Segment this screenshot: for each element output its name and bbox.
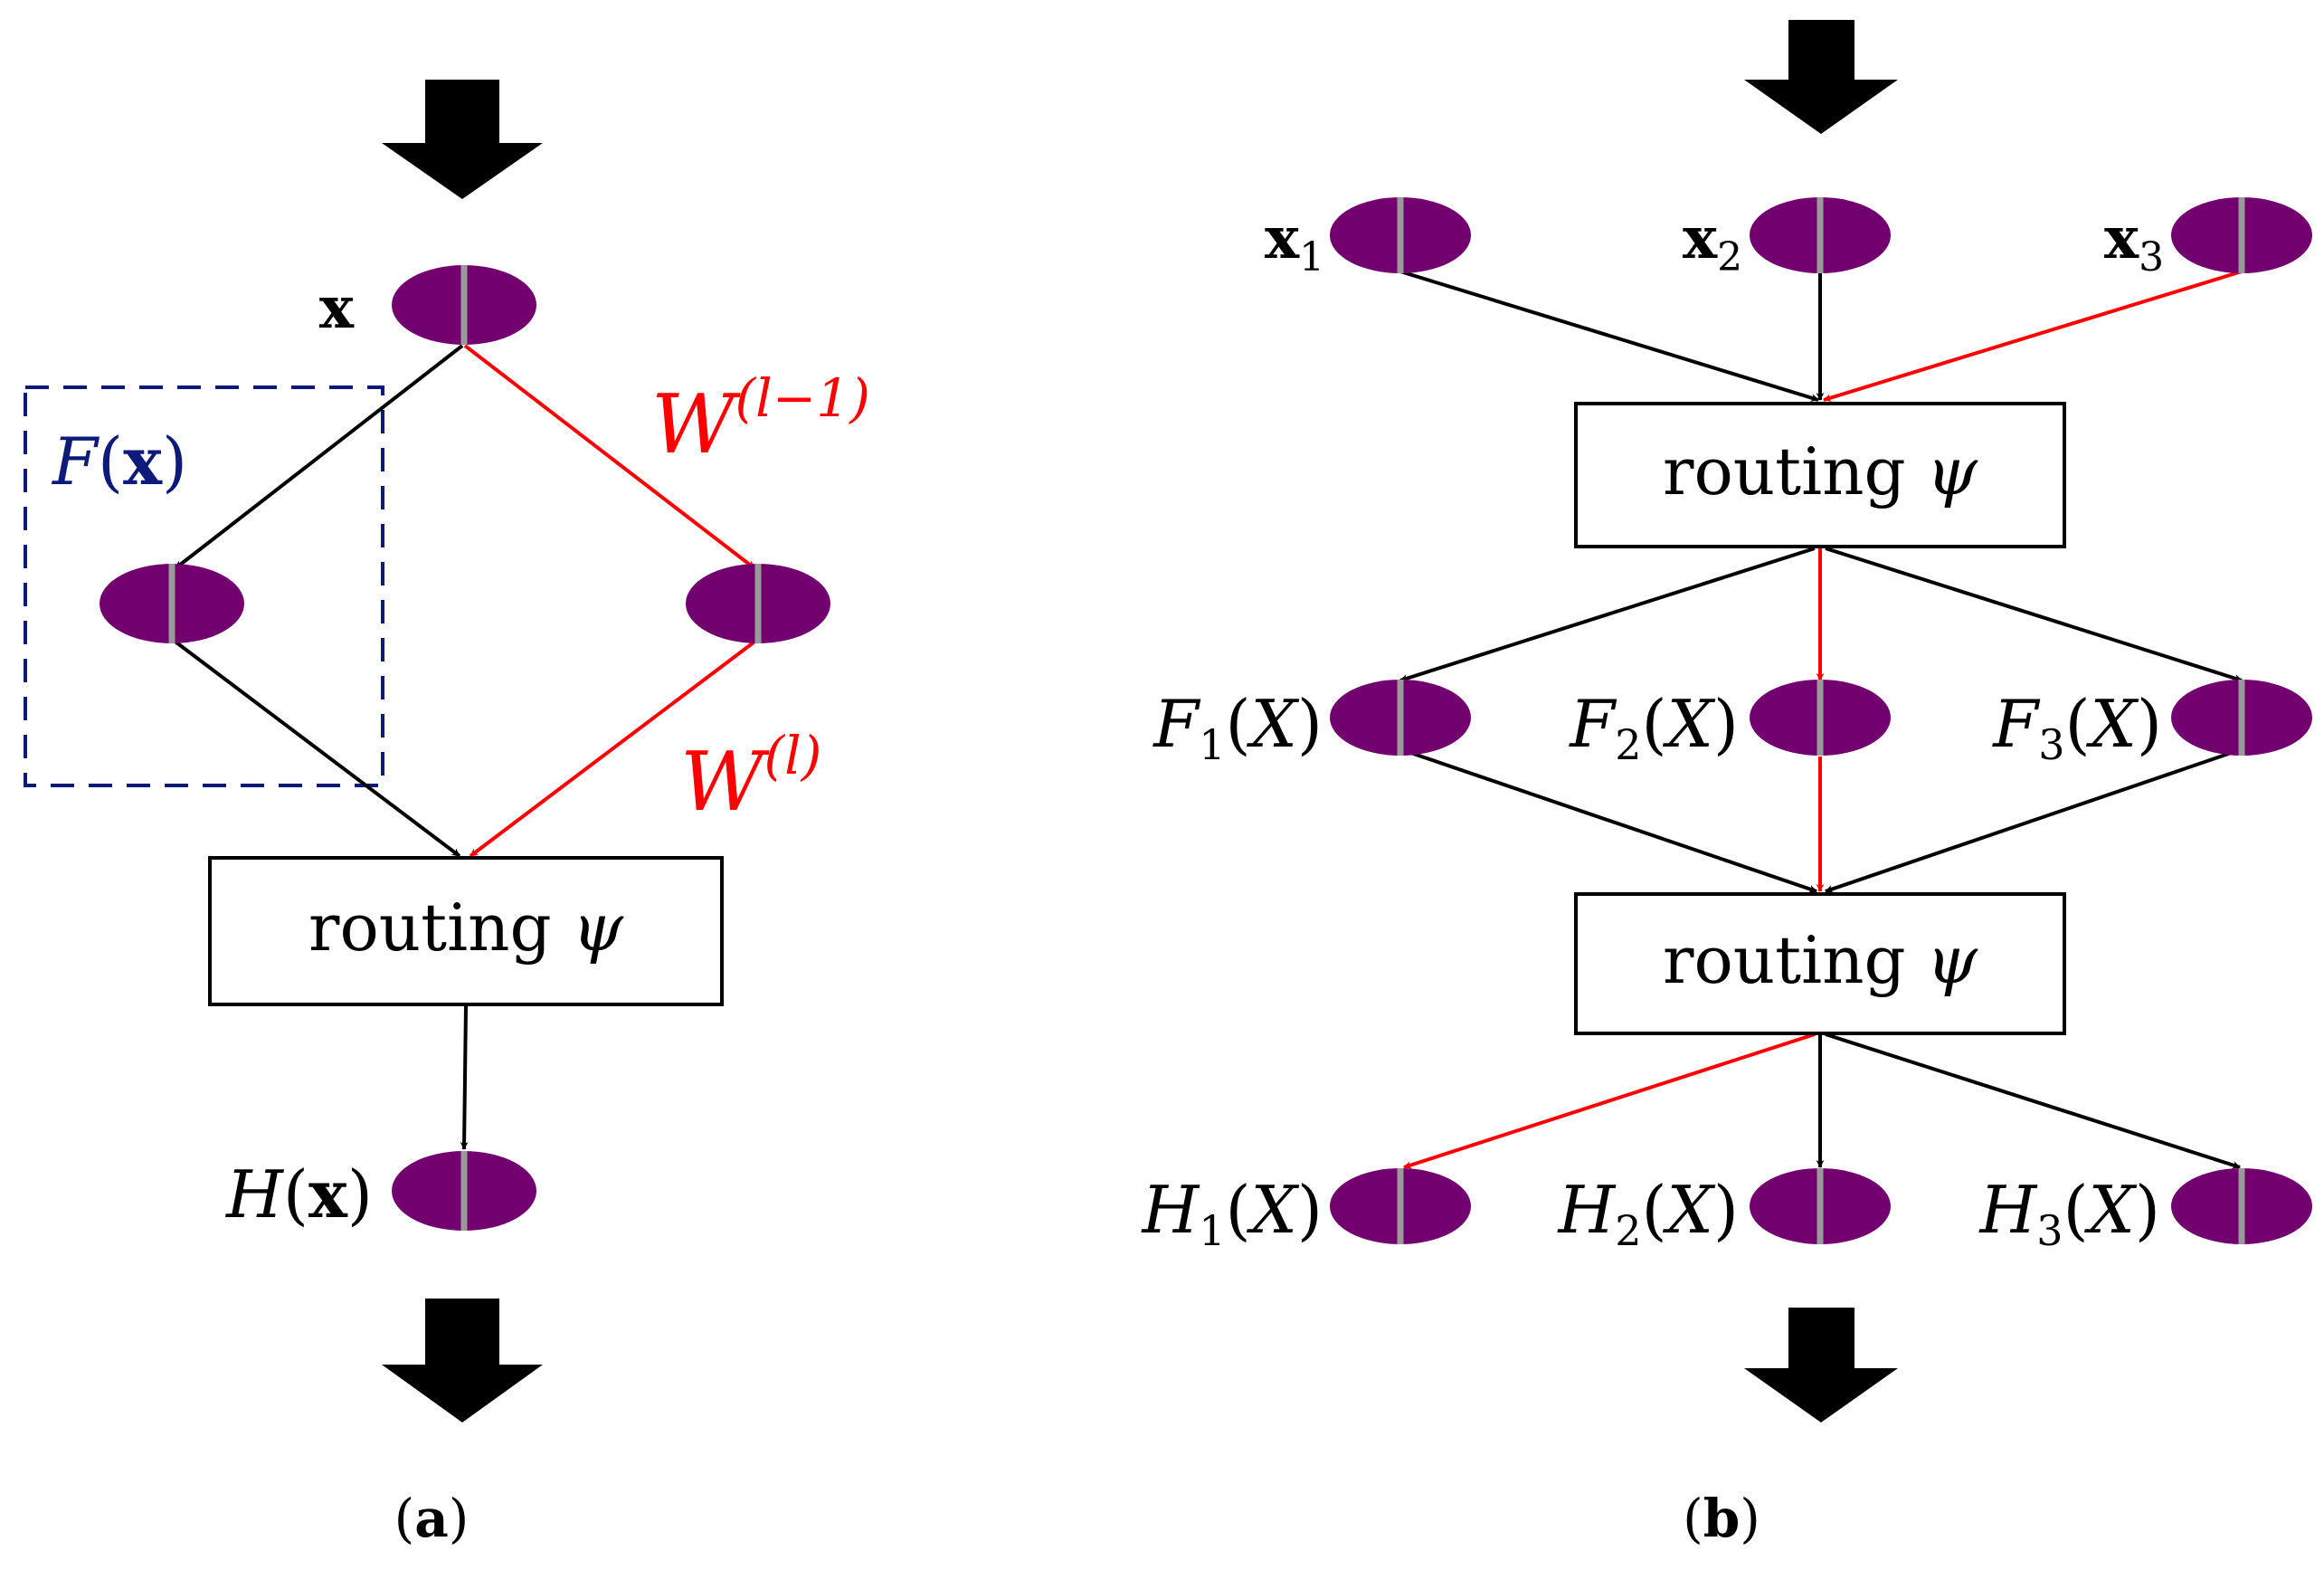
h2-arg: X: [1663, 1172, 1716, 1248]
routing-box-a: routing ψ: [208, 856, 724, 1006]
residual-script: F: [51, 423, 100, 500]
routing-bottom-symbol: ψ: [1926, 922, 1978, 998]
node-h2: [1750, 1168, 1891, 1244]
edge-f-to-routing: [171, 638, 461, 858]
x3-base: x: [2104, 205, 2139, 272]
middle-label-f2: F2(X): [1568, 686, 1739, 769]
f3-script: F: [1991, 686, 2041, 762]
panel-a: routing ψ x F(x) W(l−1) W(l) H(x) (a): [24, 80, 870, 1549]
h1-sub: 1: [1199, 1206, 1225, 1255]
f3-sub: 3: [2038, 720, 2064, 769]
h2-script: H: [1556, 1172, 1616, 1248]
output-label-h3: H3(X): [1978, 1172, 2160, 1255]
svg-text:routing ψ: routing ψ: [1663, 922, 1978, 998]
input-label-x1: x1: [1265, 205, 1324, 281]
routing-top-symbol: ψ: [1926, 433, 1978, 509]
input-label-x: x: [319, 274, 355, 342]
middle-label-f1: F1(X): [1152, 686, 1323, 769]
h3-script: H: [1978, 1172, 2037, 1248]
edge-routing-to-h: [460, 1005, 469, 1150]
edge-routing-bottom-to-h3: [1825, 1032, 2241, 1169]
weight-prev-sup: (l−1): [735, 367, 870, 429]
node-f1: [1330, 680, 1471, 756]
residual-label: F(x): [51, 423, 187, 500]
node-f3: [2171, 680, 2312, 756]
input-label-x3: x3: [2104, 205, 2164, 281]
f2-script: F: [1568, 686, 1617, 762]
middle-label-f3: F3(X): [1991, 686, 2162, 769]
edge-x1-to-routing-top: [1399, 270, 1819, 402]
h3-sub: 3: [2036, 1206, 2063, 1255]
node-h3: [2171, 1168, 2312, 1244]
flow-arrow-in-b: [1744, 20, 1898, 134]
routing-symbol: ψ: [572, 890, 624, 966]
edge-routing-top-to-f3: [1825, 547, 2243, 682]
input-label-x2: x2: [1683, 205, 1742, 281]
x3-sub: 3: [2139, 234, 2164, 281]
x1-base: x: [1265, 205, 1300, 272]
output-label-h: H(x): [224, 1156, 373, 1232]
caption-a-letter: a: [414, 1488, 449, 1549]
output-label-h2: H2(X): [1556, 1172, 1739, 1255]
h1-arg: X: [1247, 1172, 1300, 1248]
edge-x3-to-routing-top: [1823, 270, 2243, 402]
edge-routing-bottom-to-h1: [1403, 1032, 1816, 1169]
edge-x-to-f: [174, 344, 464, 570]
flow-arrow-out-b: [1744, 1308, 1898, 1423]
routing-top-word: routing: [1663, 433, 1906, 509]
f1-sub: 1: [1199, 720, 1225, 769]
f1-script: F: [1152, 686, 1201, 762]
node-x2: [1750, 197, 1891, 273]
node-x1: [1330, 197, 1471, 273]
routing-box-b-top: routing ψ: [1574, 402, 2066, 548]
x2-base: x: [1683, 205, 1718, 272]
output-arg: x: [308, 1156, 348, 1232]
edge-x-to-w: [463, 344, 756, 570]
edge-w-to-routing: [469, 638, 759, 858]
edge-f3-to-routing-bottom: [1825, 747, 2243, 893]
output-script: H: [224, 1156, 284, 1232]
node-f2: [1750, 680, 1891, 756]
svg-text:routing ψ: routing ψ: [1663, 433, 1978, 509]
node-x: [392, 265, 536, 345]
node-w: [686, 564, 830, 643]
residual-arg: x: [123, 423, 163, 500]
caption-a: (a): [394, 1488, 470, 1549]
routing-word: routing: [308, 890, 552, 966]
f2-sub: 2: [1615, 720, 1641, 769]
weight-curr-label: W(l): [680, 725, 821, 830]
f1-arg: X: [1247, 686, 1300, 762]
caption-b-letter: b: [1703, 1488, 1741, 1549]
f2-arg: X: [1663, 686, 1716, 762]
f3-arg: X: [2086, 686, 2139, 762]
panel-b: routing ψ routing ψ x1 x2 x3 F1(X) F2(X)…: [1140, 20, 2312, 1549]
edge-routing-top-to-f1: [1399, 547, 1816, 682]
svg-text:routing ψ: routing ψ: [308, 890, 624, 966]
edge-f1-to-routing-bottom: [1399, 747, 1817, 893]
residual-box: [24, 385, 384, 787]
output-label-h1: H1(X): [1140, 1172, 1323, 1255]
weight-curr-sup: (l): [764, 725, 822, 786]
weight-prev-base: W: [651, 377, 741, 472]
x1-sub: 1: [1299, 234, 1324, 281]
weight-prev-label: W(l−1): [651, 367, 870, 472]
weight-curr-base: W: [680, 735, 770, 830]
h1-script: H: [1140, 1172, 1200, 1248]
flow-arrow-in-a: [382, 80, 543, 199]
routing-box-b-bottom: routing ψ: [1574, 892, 2066, 1035]
caption-b: (b): [1683, 1488, 1760, 1549]
node-h: [392, 1151, 536, 1231]
h3-arg: X: [2084, 1172, 2138, 1248]
h2-sub: 2: [1615, 1206, 1641, 1255]
routing-bottom-word: routing: [1663, 922, 1906, 998]
node-h1: [1330, 1168, 1471, 1244]
x2-sub: 2: [1717, 234, 1742, 281]
node-x3: [2171, 197, 2312, 273]
flow-arrow-out-a: [382, 1299, 543, 1423]
node-f: [100, 564, 244, 643]
